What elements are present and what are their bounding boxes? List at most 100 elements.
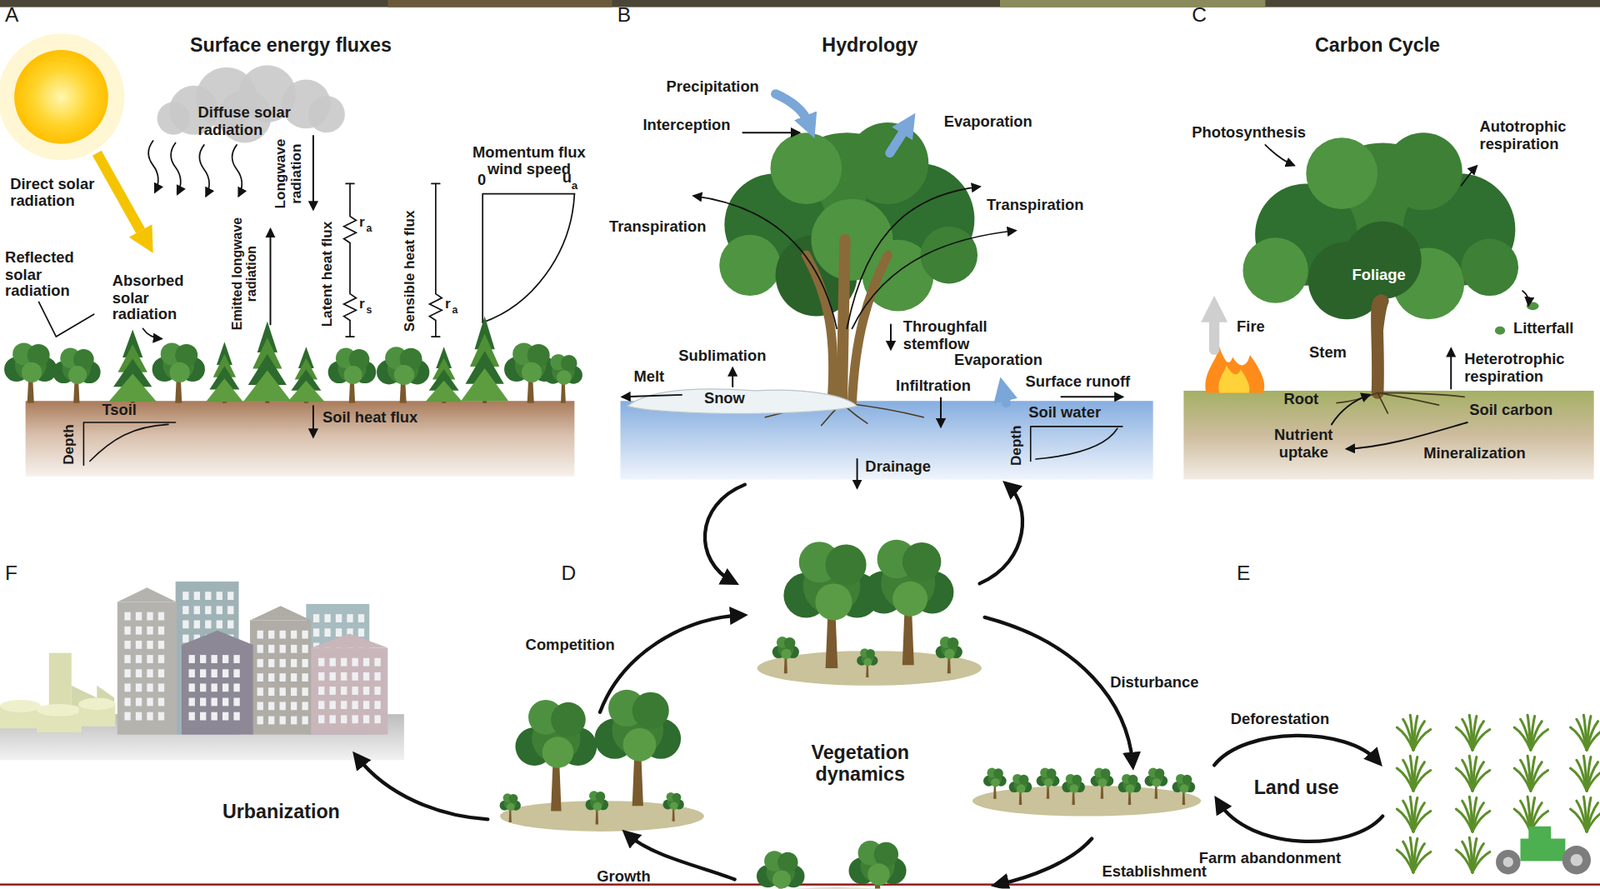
building-window: [124, 640, 130, 650]
canopy-blob: [1098, 778, 1108, 788]
resistor-symbol: [431, 183, 440, 185]
soil-profile: [1035, 428, 1118, 460]
canopy-blob: [772, 870, 791, 889]
building-window: [158, 698, 165, 707]
resistor-symbol: [344, 183, 357, 337]
canopy-blob: [1460, 239, 1519, 297]
arrow: [270, 230, 272, 325]
building-window: [374, 715, 380, 724]
precipitation-arrow: [775, 94, 809, 123]
canopy-blob: [1071, 775, 1082, 785]
arrow: [846, 186, 980, 329]
tree-trunk: [841, 240, 845, 404]
canopy-blob: [1344, 221, 1422, 300]
canopy-blob: [777, 852, 798, 873]
canopy-blob: [344, 365, 363, 385]
canopy-blob: [1305, 137, 1378, 210]
canopy-blob: [509, 794, 519, 804]
arrow: [851, 230, 1015, 330]
canopy-blob: [1182, 775, 1193, 785]
figure-label: a: [451, 304, 458, 315]
building-window: [124, 655, 130, 664]
building-window: [233, 655, 240, 664]
building-window: [146, 698, 153, 707]
arrow: [980, 485, 1023, 585]
canopy-blob: [993, 768, 1004, 779]
arrow: [1265, 145, 1294, 165]
arrow: [890, 324, 892, 349]
figure-label: Litterfall: [1513, 320, 1574, 337]
building-window: [227, 605, 234, 615]
figure-label: Direct solar radiation: [10, 175, 97, 210]
building-window: [290, 630, 297, 640]
panel-title: Hydrology: [612, 35, 1128, 58]
crop-plant: [1472, 770, 1490, 790]
arrow: [142, 328, 161, 339]
canopy-blob: [0, 33, 125, 160]
canopy-blob: [920, 226, 978, 285]
building-window: [135, 669, 142, 678]
arrow: [1331, 395, 1370, 425]
building-window: [210, 655, 217, 664]
crop-plant: [1586, 810, 1600, 831]
figure-label: Root: [1283, 390, 1319, 408]
canopy-blob: [867, 863, 890, 885]
arrow: [622, 395, 682, 397]
arrow: [170, 142, 181, 194]
figure-label: Soil water: [1028, 404, 1101, 421]
figure-panel: ASurface energy fluxes: [0, 0, 582, 490]
canopy-blob: [595, 791, 606, 802]
building-window: [200, 698, 206, 707]
building-window: [301, 701, 308, 710]
building-window: [205, 620, 211, 629]
canopy-blob: [308, 95, 345, 133]
building-window: [318, 700, 325, 710]
canopy-blob: [556, 370, 572, 385]
building-window: [280, 701, 286, 710]
figure-label: Longwave radiation: [273, 134, 305, 212]
building-window: [124, 669, 130, 678]
canopy-blob: [170, 362, 190, 383]
canopy-blob: [947, 637, 960, 650]
figure-label: Competition: [525, 636, 615, 654]
building-window: [222, 683, 229, 692]
building-window: [257, 716, 264, 725]
canopy-blob: [1046, 768, 1057, 779]
building-window: [233, 683, 240, 692]
tractor-body: [1520, 839, 1565, 862]
evaporation-arrow: [890, 127, 907, 154]
crop-plant: [1413, 851, 1431, 872]
building-window: [280, 716, 286, 725]
arrow: [148, 140, 159, 192]
ground-patch: [724, 887, 949, 889]
canopy-blob: [865, 649, 875, 659]
soil-profile: [1030, 426, 1123, 462]
figure-label: Melt: [633, 368, 665, 385]
building-window: [330, 672, 336, 681]
building-window: [268, 659, 275, 668]
arrow: [357, 757, 489, 820]
soil-profile: [83, 422, 175, 465]
storage-tank: [0, 700, 41, 713]
canopy-blob: [846, 122, 929, 205]
building-window: [158, 655, 165, 664]
tree-trunk: [1377, 300, 1384, 337]
figure-label: r: [359, 214, 365, 230]
building-window: [358, 628, 365, 637]
arrow: [694, 195, 837, 329]
canopy-blob: [1242, 237, 1308, 303]
canopy-blob: [560, 355, 578, 372]
figure-label: Soil heat flux: [322, 409, 418, 426]
building-window: [158, 640, 165, 650]
building-window: [374, 658, 380, 667]
canopy-blob: [1044, 778, 1054, 788]
building-window: [146, 712, 153, 721]
figure-label: Deforestation: [1230, 710, 1330, 728]
building-window: [290, 687, 297, 696]
conifer-tree: [460, 368, 509, 402]
building-window: [158, 612, 165, 621]
building-window: [268, 673, 275, 682]
canopy-blob: [990, 778, 1000, 788]
building-window: [363, 715, 370, 724]
building-window: [358, 614, 365, 623]
